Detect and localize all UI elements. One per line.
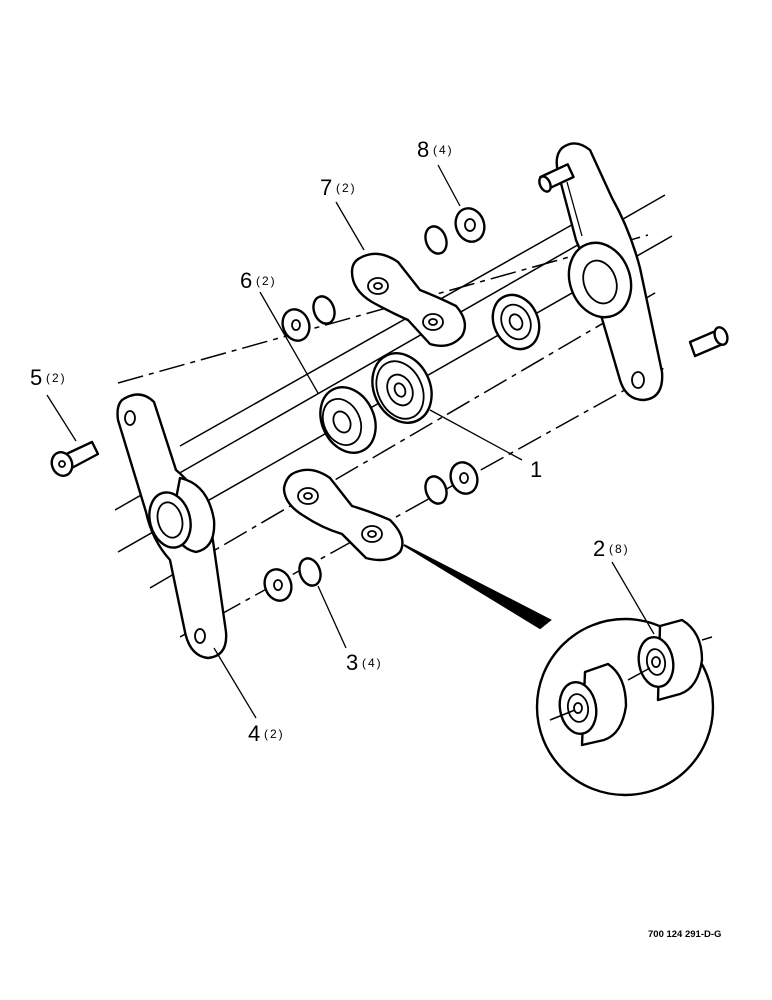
washer-lower-right: [424, 461, 479, 505]
bolt-right: [688, 326, 729, 358]
callout-2-quantity: (8): [609, 542, 630, 556]
callout-8-quantity: (4): [433, 143, 454, 157]
bearing-large: [371, 352, 433, 424]
callout-3-quantity: (4): [362, 656, 383, 670]
callout-7: 7 (2): [320, 175, 357, 200]
washer-lower-left: [263, 557, 322, 602]
bearing-small: [491, 293, 541, 351]
drawing-id: 700 124 291-D-G: [648, 929, 721, 940]
callout-2: 2 (8): [593, 536, 630, 561]
leader-lines: [46, 164, 655, 719]
bolt-left: [50, 440, 100, 477]
bearing-cup: [319, 386, 377, 454]
pivot-plate-right: [538, 142, 664, 402]
callout-3-number: 3: [346, 650, 358, 675]
callout-5-number: 5: [30, 365, 42, 390]
callout-7-quantity: (2): [336, 181, 357, 195]
detail-pointer-wedge: [403, 544, 552, 630]
callout-1: 1: [530, 457, 542, 482]
callout-4-number: 4: [248, 721, 260, 746]
callout-3: 3 (4): [346, 650, 383, 675]
callout-5-quantity: (2): [46, 371, 67, 385]
washer-upper: [424, 207, 486, 255]
callout-4-quantity: (2): [264, 727, 285, 741]
link-lower: [282, 468, 404, 562]
detail-view-bushings: [535, 617, 715, 797]
callout-2-number: 2: [593, 536, 605, 561]
callout-5: 5 (2): [30, 365, 67, 390]
callout-7-number: 7: [320, 175, 332, 200]
callout-6-number: 6: [240, 268, 252, 293]
callout-8: 8 (4): [417, 137, 454, 162]
washer-upper-left: [281, 295, 336, 342]
callout-6: 6 (2): [240, 268, 277, 293]
callout-6-quantity: (2): [256, 274, 277, 288]
callout-4: 4 (2): [248, 721, 285, 746]
link-upper: [350, 252, 467, 347]
callout-1-number: 1: [530, 457, 542, 482]
pivot-plate-left: [116, 393, 228, 660]
callout-8-number: 8: [417, 137, 429, 162]
